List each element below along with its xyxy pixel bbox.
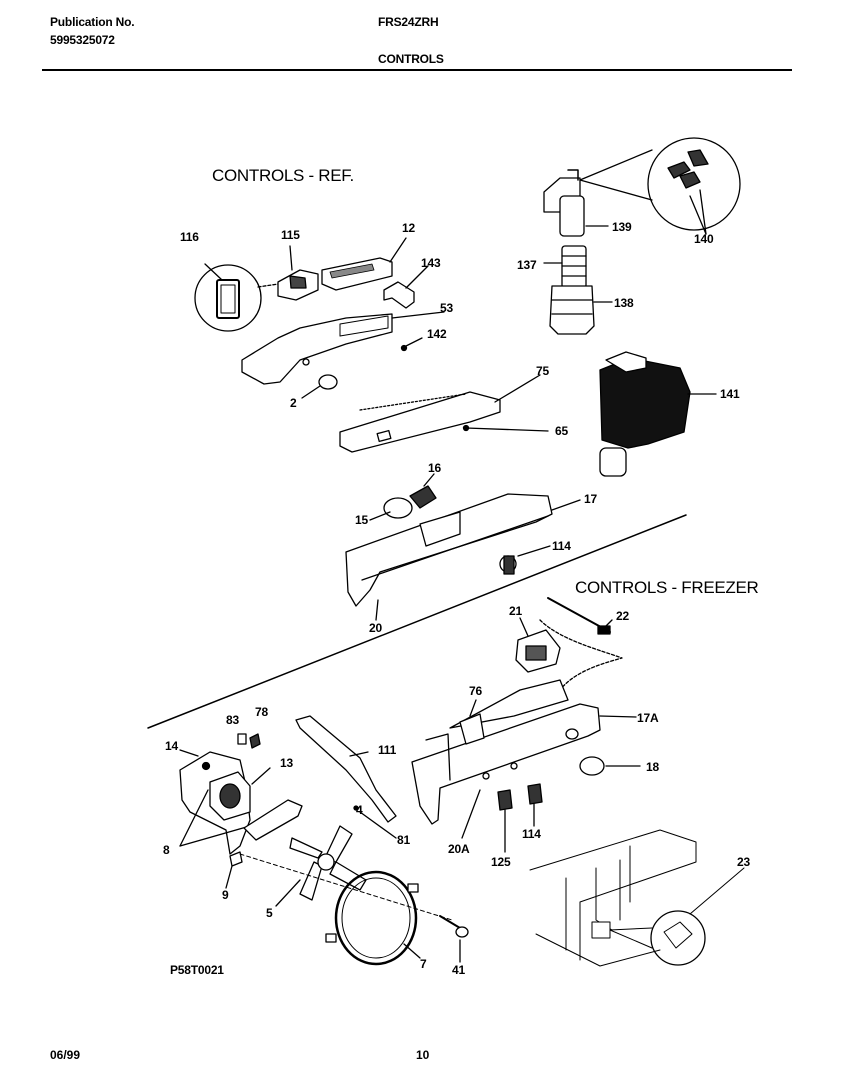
callout-12: 12: [402, 221, 415, 235]
part-5-fan-blade: [275, 825, 367, 907]
part-65-screw: [462, 424, 549, 432]
section-title-freezer: CONTROLS - FREEZER: [575, 578, 759, 597]
callout-142: 142: [427, 327, 447, 341]
callout-114-ref: 114: [552, 539, 571, 553]
part-4-screw: [353, 805, 397, 839]
part-142-screw: [400, 337, 423, 352]
part-114-button-frz: [527, 783, 543, 827]
part-18-knob: [579, 756, 641, 776]
part-114-button-ref: [499, 545, 551, 575]
page-number: 10: [416, 1048, 430, 1062]
callout-9: 9: [222, 888, 229, 902]
part-140-inset: [579, 137, 741, 235]
callout-23: 23: [737, 855, 750, 869]
callout-17A: 17A: [637, 711, 659, 725]
footer-date: 06/99: [50, 1048, 81, 1062]
callout-114-frz: 114: [522, 827, 541, 841]
callout-5: 5: [266, 906, 273, 920]
callout-20: 20: [369, 621, 382, 635]
callout-22: 22: [616, 609, 629, 623]
part-2-knob: [301, 374, 338, 399]
callout-137: 137: [517, 258, 537, 272]
part-138-fitting: [549, 285, 613, 335]
callout-7: 7: [420, 957, 427, 971]
section-divider: [147, 514, 687, 729]
callout-13: 13: [280, 756, 293, 770]
part-111-arm: [295, 715, 397, 823]
callout-4: 4: [356, 803, 363, 817]
callout-75: 75: [536, 364, 549, 378]
callout-20A: 20A: [448, 842, 470, 856]
part-137-strainer: [543, 245, 587, 289]
part-139-solenoid: [543, 169, 609, 237]
part-13-motor: [209, 767, 271, 821]
callout-18: 18: [646, 760, 659, 774]
part-125-button: [497, 789, 513, 853]
callout-140: 140: [694, 232, 714, 246]
section-title: CONTROLS: [378, 52, 444, 66]
section-title-ref: CONTROLS - REF.: [212, 166, 354, 185]
part-23-cabinet-detail: [529, 829, 745, 967]
part-9-clip: [225, 851, 243, 889]
callout-111: 111: [378, 743, 397, 757]
callout-41: 41: [452, 963, 465, 977]
part-116-inset: [194, 263, 286, 332]
callout-116: 116: [180, 230, 199, 244]
part-143-clip: [383, 265, 429, 309]
part-76-lamp: [459, 699, 485, 745]
callout-53: 53: [440, 301, 453, 315]
callout-141: 141: [720, 387, 740, 401]
callout-83: 83: [226, 713, 239, 727]
model-number: FRS24ZRH: [378, 15, 439, 29]
callout-17: 17: [584, 492, 597, 506]
part-17A-housing: [411, 679, 637, 825]
part-53-bracket: [241, 311, 445, 385]
callout-139: 139: [612, 220, 632, 234]
publication-label: Publication No.: [50, 15, 135, 29]
callout-138: 138: [614, 296, 634, 310]
callout-14: 14: [165, 739, 178, 753]
drawing-code: P58T0021: [170, 963, 224, 977]
callout-16: 16: [428, 461, 441, 475]
callout-2: 2: [290, 396, 297, 410]
part-75-plate: [339, 374, 541, 453]
part-21-control: [515, 617, 561, 673]
part-8-grommets: [179, 789, 303, 847]
part-16-socket: [409, 473, 437, 509]
callout-125: 125: [491, 855, 511, 869]
callout-65: 65: [555, 424, 568, 438]
leader-20: [375, 599, 379, 621]
part-141-valve: [599, 351, 717, 477]
part-41-screw: [439, 915, 469, 963]
callout-115: 115: [281, 228, 300, 242]
part-22-sensor: [539, 597, 623, 691]
callout-81: 81: [397, 833, 410, 847]
part-12-housing: [321, 237, 407, 291]
part-17-housing: [345, 493, 581, 607]
part-7-shroud: [325, 870, 421, 966]
callout-21: 21: [509, 604, 522, 618]
header-rule: [42, 69, 792, 71]
part-83-78: [237, 733, 261, 749]
callout-78: 78: [255, 705, 268, 719]
callout-76: 76: [469, 684, 482, 698]
publication-number: 5995325072: [50, 33, 115, 47]
leader-20A: [461, 789, 481, 839]
callout-15: 15: [355, 513, 368, 527]
part-115-switch: [277, 245, 319, 301]
part-15-bulb: [369, 497, 413, 521]
callout-143: 143: [421, 256, 441, 270]
callout-8: 8: [163, 843, 170, 857]
